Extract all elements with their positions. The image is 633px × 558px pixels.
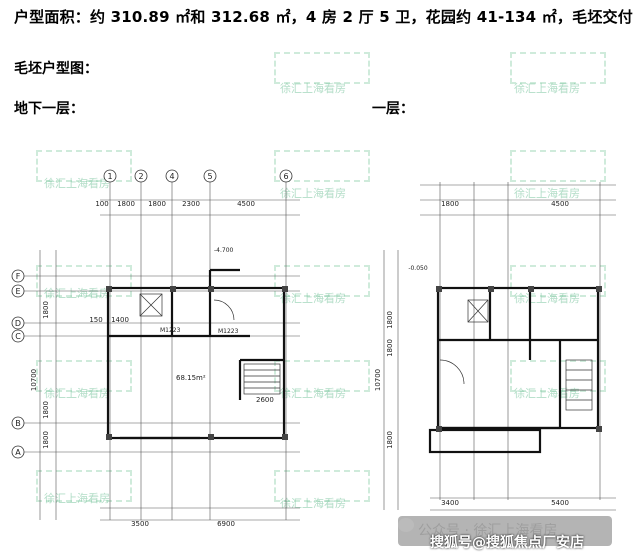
watermark-text: 徐汇上海看房 [280,497,346,510]
watermark-frame [274,150,370,182]
first-floor-plan: 1800 4500 1800 1800 10700 1800 3400 5400… [374,182,616,511]
watermark-frame [36,470,132,502]
axis-label: 6 [283,172,288,181]
dimension-label: 100 [95,200,108,208]
source-credit: 搜狐号@搜狐焦点厂安店 [430,535,584,551]
dimension-label: 1800 [441,200,459,208]
watermark-frame [510,52,606,84]
watermark-frame [274,265,370,297]
dimension-label: 10700 [374,369,382,391]
dimension-label: 1800 [117,200,135,208]
watermark-text: 徐汇上海看房 [280,187,346,200]
dimension-label: 1800 [386,311,394,329]
dimension-label: 6900 [217,520,235,528]
door-label: M1223 [160,327,181,334]
dimension-label: 1800 [42,431,50,449]
watermark-frame [274,52,370,84]
door-label: M1223 [218,328,239,335]
axis-label: C [15,332,21,341]
axis-label: 2 [138,172,143,181]
room-area: 68.15m² [176,374,206,382]
section-title: 毛坯户型图： [14,61,98,77]
axis-label: D [15,319,21,328]
floor-label-basement: 地下一层： [14,101,84,117]
axis-label: 1 [107,172,112,181]
watermark-frame [36,265,132,297]
dimension-label: 1800 [42,401,50,419]
dimension-label: 3400 [441,499,459,507]
source-overlay [398,516,612,546]
floor-label-first: 一层： [372,101,414,117]
basement-floor-plan: 1 2 4 5 6 F E D C B A 100 1800 1800 2300… [11,169,300,528]
dimension-label: 1800 [386,431,394,449]
dimension-label: 3500 [131,520,149,528]
dimension-label: 10700 [30,369,38,391]
watermark-frame [510,360,606,392]
axis-label: 4 [169,172,174,181]
watermark-text: 徐汇上海看房 [280,292,346,305]
dimension-label: 1400 [111,316,129,324]
watermark-text: 徐汇上海看房 [44,492,110,505]
watermark-text: 徐汇上海看房 [514,187,580,200]
watermark-text: 徐汇上海看房 [280,82,346,95]
axis-label: A [15,448,21,457]
level-label: -4.700 [214,247,234,254]
dimension-label: 150 [89,316,102,324]
watermark-text: 徐汇上海看房 [514,387,580,400]
dimension-label: 2300 [182,200,200,208]
watermark-text: 徐汇上海看房 [280,387,346,400]
footer-faint-text: 公众号 · 徐汇上海看房 [418,523,558,539]
dimension-label: 1800 [148,200,166,208]
watermark-frame [510,265,606,297]
axis-label: B [15,419,21,428]
wechat-icon [398,518,414,532]
watermark-text: 徐汇上海看房 [44,387,110,400]
dimension-label: 4500 [237,200,255,208]
specs-line: 户型面积：约 310.89 ㎡和 312.68 ㎡，4 房 2 厅 5 卫，花园… [14,8,633,26]
axis-label: 5 [207,172,212,181]
dimension-label: 1800 [42,301,50,319]
watermark-text: 徐汇上海看房 [44,177,110,190]
level-label: -0.050 [408,265,428,272]
axis-label: F [16,272,21,281]
watermark-frame [510,150,606,182]
dimension-label: 5400 [551,499,569,507]
watermark-frame [36,360,132,392]
watermark-frame [36,150,132,182]
watermark-text: 徐汇上海看房 [44,287,110,300]
dimension-label: 4500 [551,200,569,208]
watermark-text: 徐汇上海看房 [514,82,580,95]
axis-label: E [15,287,20,296]
watermark-frame [274,470,370,502]
dimension-label: 1800 [386,339,394,357]
stair-dimension: 2600 [256,396,274,404]
